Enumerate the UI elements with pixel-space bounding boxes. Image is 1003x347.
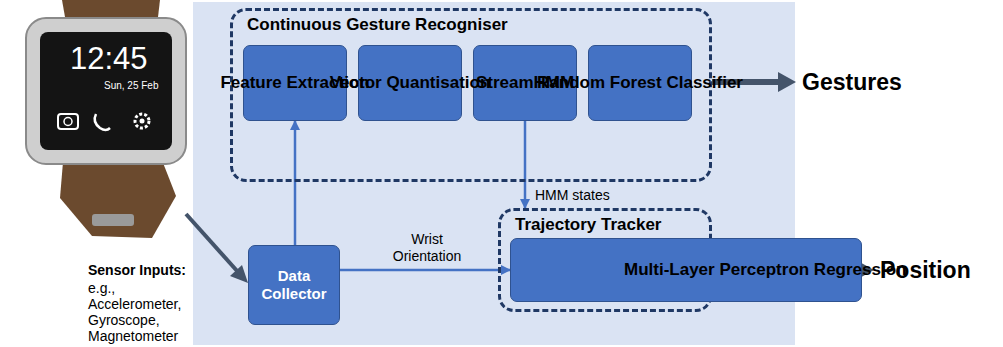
group-boundary: Trajectory TrackerMulti-Layer Perceptron… (498, 208, 712, 312)
watch-screen (40, 32, 172, 150)
sensor-arrow-line (186, 214, 238, 272)
phone-icon (95, 114, 110, 130)
camera-lens (64, 118, 72, 126)
box-label: Vector Quantisation (330, 73, 491, 93)
watch-date: Sun, 25 Feb (104, 80, 158, 92)
group-heading: Trajectory Tracker (515, 215, 695, 235)
output-label: Gestures (802, 68, 902, 96)
watch-time: 12:45 (70, 40, 148, 77)
watch-body (26, 18, 186, 164)
box-label: Data Collector (253, 267, 335, 303)
group-heading: Continuous Gesture Recogniser (247, 15, 695, 35)
process-box: Random Forest Classifier (588, 45, 692, 121)
sensor-arrow-head (230, 265, 248, 283)
output-label: Position (880, 256, 971, 284)
process-box: Vector Quantisation (358, 45, 462, 121)
watch-buckle (92, 214, 134, 226)
connector-arrow (524, 121, 527, 208)
process-box: Data Collector (248, 245, 340, 325)
sensor-heading: Sensor Inputs: (88, 262, 186, 279)
box-label: Multi-Layer Perceptron Regression (624, 260, 748, 280)
gestures-arrow-head (778, 72, 796, 92)
connector-arrow (294, 121, 297, 245)
gear-hub (140, 119, 145, 124)
box-label: Random Forest Classifier (537, 73, 743, 93)
process-box: Multi-Layer Perceptron Regression (510, 238, 862, 302)
connector-arrow (340, 269, 510, 272)
edge-label: HMM states (533, 187, 612, 204)
edge-label: Wrist Orientation (377, 231, 477, 265)
gear-icon (135, 114, 149, 128)
group-boundary: Continuous Gesture RecogniserFeature Ext… (230, 8, 712, 182)
sensor-list: e.g., Accelerometer, Gyroscope, Magnetom… (88, 280, 200, 344)
camera-icon (58, 114, 78, 129)
